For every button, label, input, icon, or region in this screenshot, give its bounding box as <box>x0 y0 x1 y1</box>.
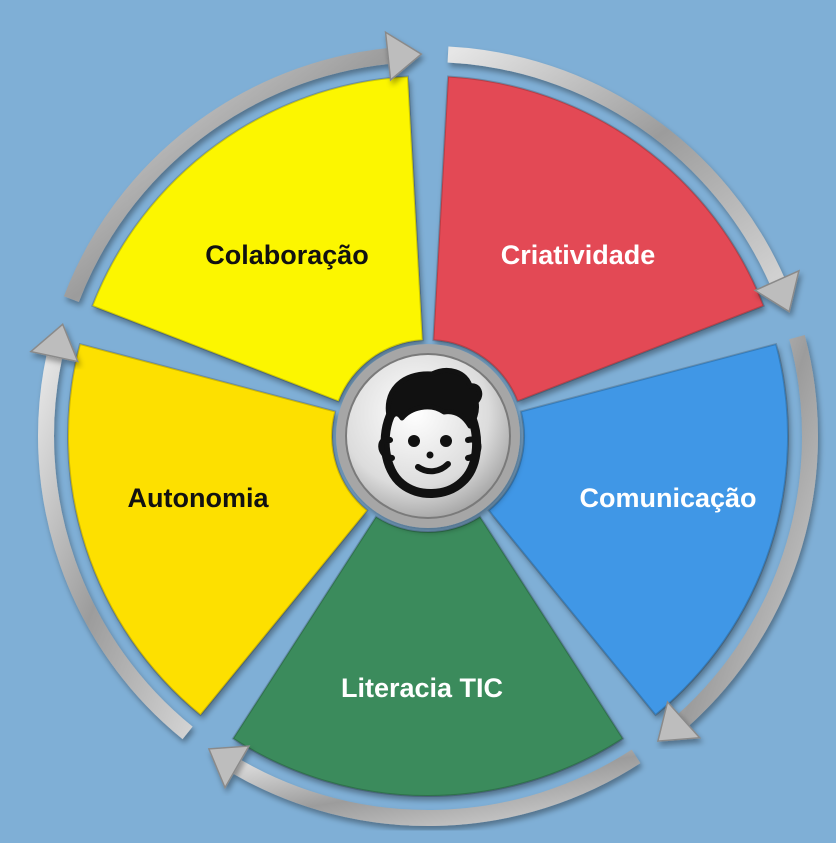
arrow-head-comunicacao <box>656 700 702 742</box>
smiling-boy-face-icon <box>378 368 483 498</box>
segment-autonomia <box>67 342 369 717</box>
arrow-head-literacia-tic <box>207 745 251 790</box>
segment-comunicacao <box>487 342 789 717</box>
ring-arrow-autonomia <box>38 354 193 740</box>
segment-label-criatividade: Criatividade <box>501 240 656 270</box>
segments-layer <box>67 75 789 797</box>
arrow-head-criatividade <box>753 269 800 313</box>
arrow-head-colaboracao <box>384 30 423 82</box>
segment-label-comunicacao: Comunicação <box>579 483 756 513</box>
ring-arrow-criatividade <box>447 46 785 284</box>
segment-label-literacia-tic: Literacia TIC <box>341 673 503 703</box>
arrow-head-autonomia <box>29 323 80 363</box>
ring-arrow-comunicacao <box>678 335 818 726</box>
segment-criatividade <box>432 75 765 403</box>
ring-arrows-layer <box>29 30 818 826</box>
segment-colaboracao <box>91 75 424 403</box>
ring-arrow-colaboracao <box>63 48 389 302</box>
ring-arrow-literacia-tic <box>233 749 641 826</box>
segment-literacia-tic <box>231 515 625 797</box>
segment-label-colaboracao: Colaboração <box>205 240 369 270</box>
segment-label-autonomia: Autonomia <box>128 483 270 513</box>
